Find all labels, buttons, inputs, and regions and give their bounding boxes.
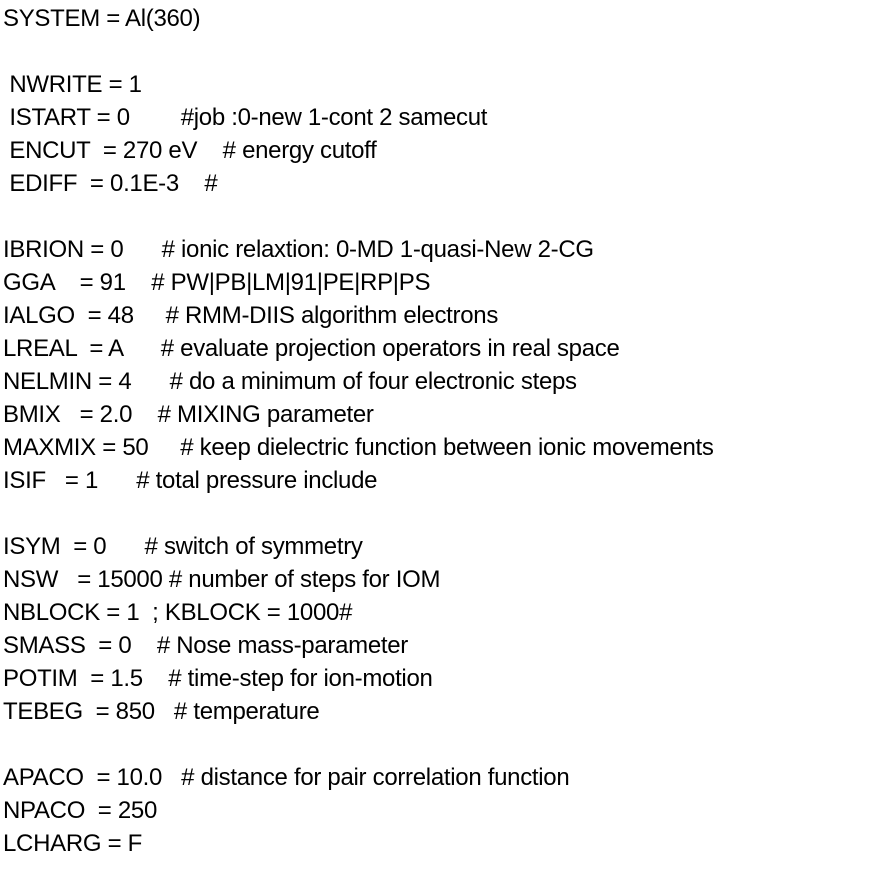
- text-line: SMASS = 0 # Nose mass-parameter: [3, 632, 408, 659]
- text-line: LCHARG = F: [3, 830, 143, 857]
- text-line: TEBEG = 850 # temperature: [3, 698, 320, 725]
- text-line: EDIFF = 0.1E-3 #: [3, 170, 218, 197]
- text-line: ISIF = 1 # total pressure include: [3, 467, 378, 494]
- text-line: LREAL = A # evaluate projection operator…: [3, 335, 620, 362]
- text-line: APACO = 10.0 # distance for pair correla…: [3, 764, 570, 791]
- text-line: ISYM = 0 # switch of symmetry: [3, 533, 363, 560]
- text-line: MAXMIX = 50 # keep dielectric function b…: [3, 434, 714, 461]
- text-line: [3, 200, 878, 233]
- text-line: NSW = 15000 # number of steps for IOM: [3, 566, 441, 593]
- text-line: ISTART = 0 #job :0-new 1-cont 2 samecut: [3, 104, 488, 131]
- text-line: NBLOCK = 1 ; KBLOCK = 1000#: [3, 599, 353, 626]
- text-line: [3, 35, 878, 68]
- text-line: ENCUT = 270 eV # energy cutoff: [3, 137, 377, 164]
- text-line: BMIX = 2.0 # MIXING parameter: [3, 401, 374, 428]
- text-line: IALGO = 48 # RMM-DIIS algorithm electron…: [3, 302, 499, 329]
- text-line: [3, 728, 878, 761]
- text-line: SYSTEM = Al(360): [3, 5, 201, 32]
- text-line: NWRITE = 1: [3, 71, 142, 98]
- text-line: IBRION = 0 # ionic relaxtion: 0-MD 1-qua…: [3, 236, 594, 263]
- text-line: NPACO = 250: [3, 797, 158, 824]
- text-line: NELMIN = 4 # do a minimum of four electr…: [3, 368, 577, 395]
- text-line: [3, 497, 878, 530]
- text-line: POTIM = 1.5 # time-step for ion-motion: [3, 665, 433, 692]
- text-line: GGA = 91 # PW|PB|LM|91|PE|RP|PS: [3, 269, 431, 296]
